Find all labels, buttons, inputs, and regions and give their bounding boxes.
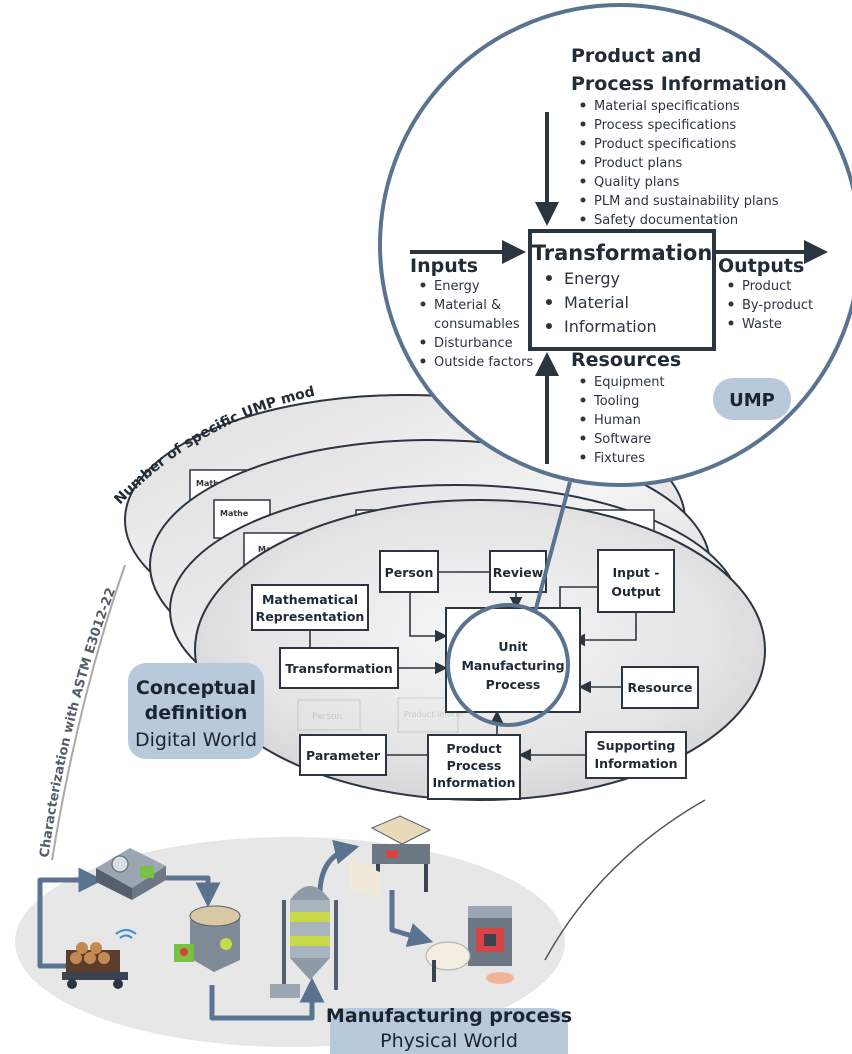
svg-text:Process: Process [486, 677, 541, 692]
pulper-machine-icon [174, 905, 241, 972]
svg-text:Information: Information [595, 756, 678, 771]
node-unit-manufacturing-process: Unit Manufacturing Process [445, 607, 581, 713]
product-item: Process specifications [594, 118, 736, 133]
node-review: Review [489, 550, 547, 593]
svg-text:Review: Review [493, 565, 544, 580]
conceptual-line2: definition [145, 702, 248, 724]
svg-text:Product Inform: Product Inform [404, 710, 463, 719]
svg-text:Resource: Resource [627, 680, 692, 695]
product-process-header-line1: Product and [571, 45, 701, 67]
outputs-list: Product By-product Waste [728, 279, 813, 332]
node-parameter: Parameter [299, 734, 387, 776]
svg-text:Unit: Unit [498, 639, 527, 654]
transformation-title: Transformation [532, 241, 713, 265]
output-item: By-product [742, 298, 813, 313]
resource-item: Tooling [593, 394, 639, 409]
input-item: Disturbance [434, 336, 513, 351]
svg-text:Output: Output [611, 584, 660, 599]
outputs-title: Outputs [718, 255, 804, 277]
svg-text:Person: Person [385, 565, 434, 580]
node-supporting-information: Supporting Information [585, 731, 687, 779]
log-cart-icon [62, 942, 128, 989]
resource-item: Fixtures [594, 451, 645, 466]
svg-text:Person: Person [312, 712, 342, 722]
svg-text:Process: Process [447, 758, 502, 773]
conceptual-line3: Digital World [135, 729, 257, 751]
svg-text:Information: Information [433, 775, 516, 790]
wireless-icon [115, 929, 137, 939]
product-process-list: Material specifications Process specific… [580, 99, 779, 228]
manufacturing-line1: Manufacturing process [326, 1005, 572, 1027]
product-item: Product plans [594, 156, 683, 171]
manufacturing-line2: Physical World [380, 1030, 518, 1052]
product-item: PLM and sustainability plans [594, 194, 779, 209]
back-box-2-label: Mathe [220, 509, 249, 518]
svg-text:Parameter: Parameter [306, 748, 381, 763]
zoom-connector-line [533, 481, 572, 613]
resources-list: Equipment Tooling Human Software Fixture… [580, 375, 665, 466]
ump-badge-label: UMP [729, 390, 775, 411]
node-input-output: Input - Output [597, 549, 675, 613]
svg-text:Product: Product [446, 741, 501, 756]
transformation-item: Information [564, 317, 657, 336]
silo-icon [270, 886, 338, 998]
input-item: Outside factors [434, 355, 533, 370]
faded-background-nodes: Person Product Inform [297, 697, 463, 733]
conceptual-definition-badge [128, 663, 264, 759]
input-item-cont: consumables [434, 317, 520, 332]
inputs-list: Energy Material & consumables Disturbanc… [420, 279, 533, 370]
physical-connector-curve [544, 799, 706, 961]
output-item: Waste [742, 317, 782, 332]
conceptual-line1: Conceptual [136, 677, 256, 699]
svg-text:Representation: Representation [256, 609, 365, 624]
paper-machine-icon [350, 815, 432, 900]
inputs-title: Inputs [410, 255, 478, 277]
ump-flow-arrows [410, 112, 828, 464]
input-item: Energy [434, 279, 480, 294]
node-person: Person [379, 550, 439, 593]
press-machine-icon [425, 906, 514, 984]
svg-text:Manufacturing: Manufacturing [461, 658, 564, 673]
transformation-item: Material [564, 293, 629, 312]
resource-item: Human [594, 413, 641, 428]
characterization-label: Characterization with ASTM E3012-22 [37, 586, 119, 859]
product-item: Safety documentation [594, 213, 738, 228]
process-flow-arrows [37, 839, 434, 1021]
node-transformation: Transformation [279, 647, 399, 689]
node-mathematical-representation: Mathematical Representation [251, 584, 369, 631]
ump-highlight-circle [446, 603, 570, 727]
input-item: Material & [434, 298, 501, 313]
node-resource: Resource [621, 666, 699, 709]
resources-title: Resources [571, 349, 681, 371]
transformation-item: Energy [564, 269, 620, 288]
svg-text:Transformation: Transformation [285, 661, 393, 676]
chipper-machine-icon [96, 848, 166, 900]
resource-item: Software [594, 432, 651, 447]
product-item: Material specifications [594, 99, 740, 114]
transformation-box [528, 229, 716, 351]
node-product-process-information: Product Process Information [427, 734, 521, 800]
ump-badge [713, 378, 791, 420]
svg-text:Input -: Input - [613, 565, 660, 580]
svg-text:Supporting: Supporting [597, 738, 676, 753]
resource-item: Equipment [594, 375, 665, 390]
product-process-header-line2: Process Information [571, 73, 787, 95]
product-item: Product specifications [594, 137, 736, 152]
product-item: Quality plans [594, 175, 680, 190]
output-item: Product [742, 279, 791, 294]
manufacturing-process-badge [330, 1008, 568, 1054]
back-box-1-label: Mathe [196, 479, 225, 488]
characterization-arc [51, 564, 126, 861]
svg-text:Mathematical: Mathematical [262, 592, 358, 607]
